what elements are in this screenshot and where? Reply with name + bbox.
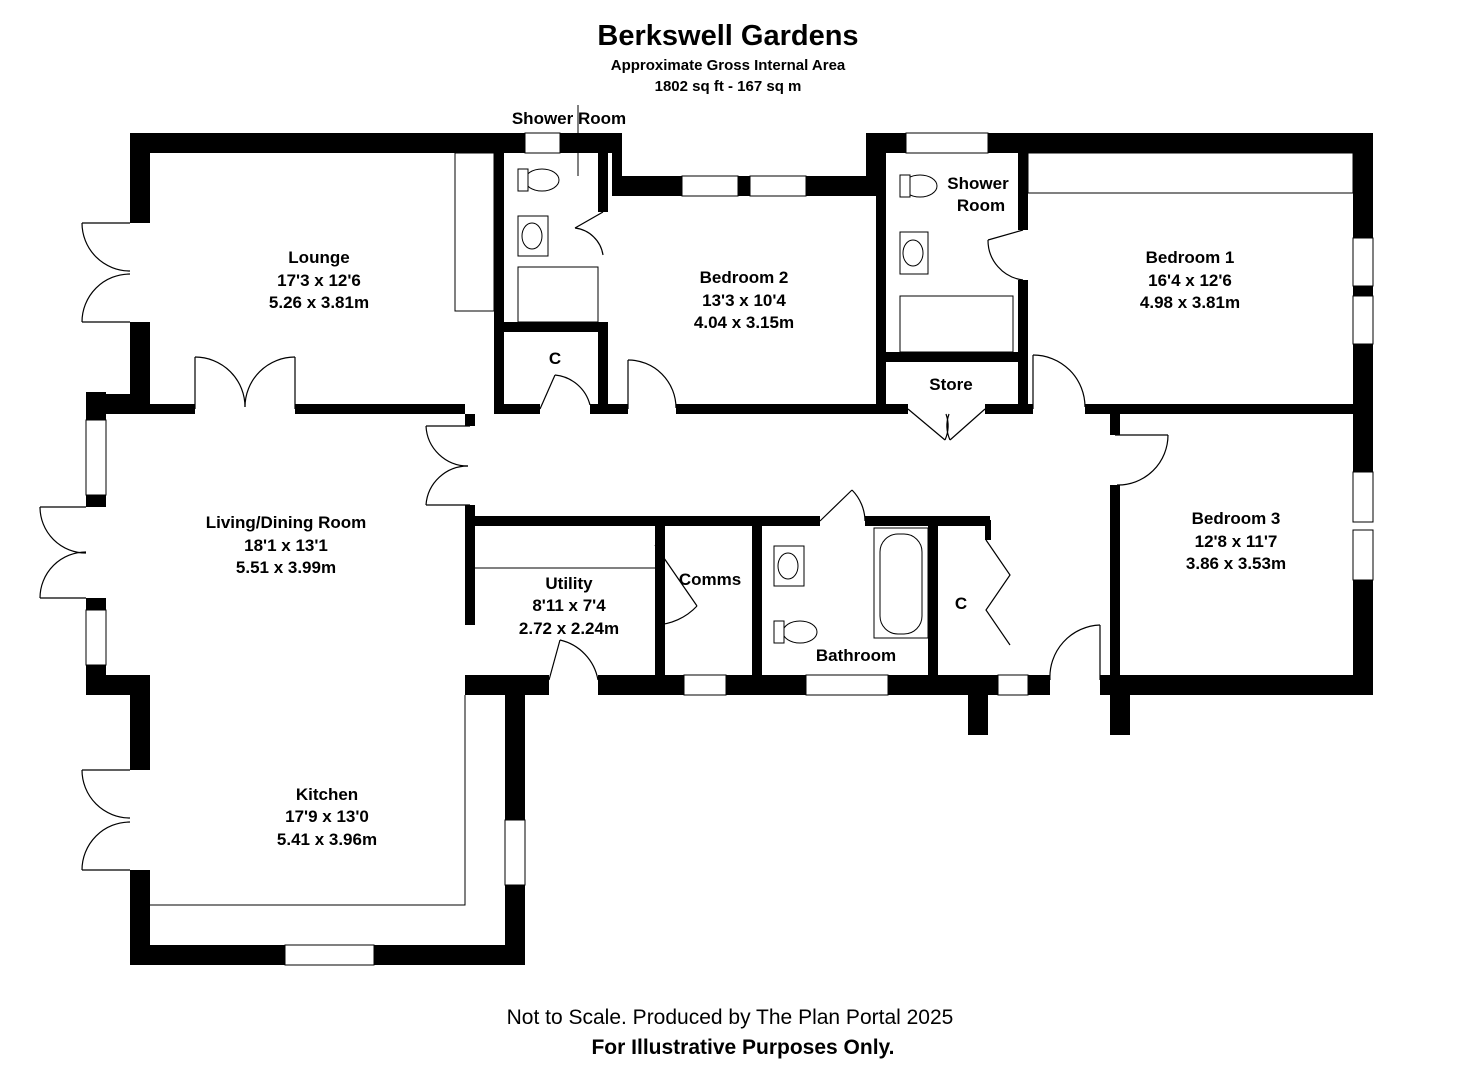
room-bedroom-1: Bedroom 1 16'4 x 12'6 4.98 x 3.81m [1140, 248, 1240, 312]
svg-text:2.72 x 2.24m: 2.72 x 2.24m [519, 619, 619, 638]
svg-text:Bedroom 2: Bedroom 2 [700, 268, 789, 287]
svg-text:C: C [955, 594, 967, 613]
svg-text:Bedroom 3: Bedroom 3 [1192, 509, 1281, 528]
svg-text:12'8 x 11'7: 12'8 x 11'7 [1195, 532, 1278, 551]
svg-text:Shower Room: Shower Room [512, 109, 626, 128]
svg-text:Living/Dining Room: Living/Dining Room [206, 513, 367, 532]
fixtures [150, 105, 1354, 906]
room-cupboard-1: C [549, 349, 561, 368]
svg-text:13'3 x 10'4: 13'3 x 10'4 [702, 291, 786, 310]
room-store: Store [929, 375, 972, 394]
room-bathroom: Bathroom [816, 646, 896, 665]
doors [39, 211, 1169, 871]
internal-walls [150, 150, 1360, 685]
svg-text:Room: Room [957, 196, 1005, 215]
svg-text:Shower: Shower [947, 174, 1009, 193]
room-utility: Utility 8'11 x 7'4 2.72 x 2.24m [519, 574, 619, 638]
svg-text:3.86 x 3.53m: 3.86 x 3.53m [1186, 554, 1286, 573]
room-kitchen: Kitchen 17'9 x 13'0 5.41 x 3.96m [277, 785, 377, 849]
plan-subtitle-area: Approximate Gross Internal Area [611, 57, 846, 74]
toilet-icon [524, 168, 560, 192]
svg-text:5.41 x 3.96m: 5.41 x 3.96m [277, 830, 377, 849]
svg-text:Comms: Comms [679, 570, 741, 589]
svg-text:5.51 x 3.99m: 5.51 x 3.99m [236, 558, 336, 577]
svg-text:Kitchen: Kitchen [296, 785, 358, 804]
svg-text:16'4 x 12'6: 16'4 x 12'6 [1148, 271, 1232, 290]
svg-text:17'9 x 13'0: 17'9 x 13'0 [285, 807, 369, 826]
svg-text:18'1 x 13'1: 18'1 x 13'1 [244, 536, 328, 555]
windows [85, 132, 1374, 966]
svg-text:4.04 x 3.15m: 4.04 x 3.15m [694, 313, 794, 332]
room-bedroom-2: Bedroom 2 13'3 x 10'4 4.04 x 3.15m [694, 268, 794, 332]
room-shower-room-1: Shower Room [512, 109, 626, 128]
external-walls [86, 133, 1373, 965]
room-cupboard-2: C [955, 594, 967, 613]
svg-text:Store: Store [929, 375, 972, 394]
svg-text:Utility: Utility [545, 574, 593, 593]
room-bedroom-3: Bedroom 3 12'8 x 11'7 3.86 x 3.53m [1186, 509, 1286, 573]
footer-disclaimer: Not to Scale. Produced by The Plan Porta… [507, 1006, 954, 1029]
svg-text:Bathroom: Bathroom [816, 646, 896, 665]
svg-text:8'11 x 7'4: 8'11 x 7'4 [532, 596, 606, 615]
room-lounge: Lounge 17'3 x 12'6 5.26 x 3.81m [269, 248, 369, 312]
footer-illustrative: For Illustrative Purposes Only. [591, 1036, 894, 1059]
shower-tray-icon [517, 266, 599, 323]
room-comms: Comms [679, 570, 741, 589]
room-living-dining: Living/Dining Room 18'1 x 13'1 5.51 x 3.… [206, 513, 367, 577]
svg-text:17'3 x 12'6: 17'3 x 12'6 [277, 271, 361, 290]
svg-text:Bedroom 1: Bedroom 1 [1146, 248, 1235, 267]
svg-text:Lounge: Lounge [288, 248, 349, 267]
svg-text:4.98 x 3.81m: 4.98 x 3.81m [1140, 293, 1240, 312]
plan-title: Berkswell Gardens [597, 20, 858, 52]
plan-subtitle-size: 1802 sq ft - 167 sq m [655, 78, 802, 95]
svg-text:5.26 x 3.81m: 5.26 x 3.81m [269, 293, 369, 312]
room-shower-room-2: Shower Room [947, 174, 1009, 215]
svg-text:C: C [549, 349, 561, 368]
